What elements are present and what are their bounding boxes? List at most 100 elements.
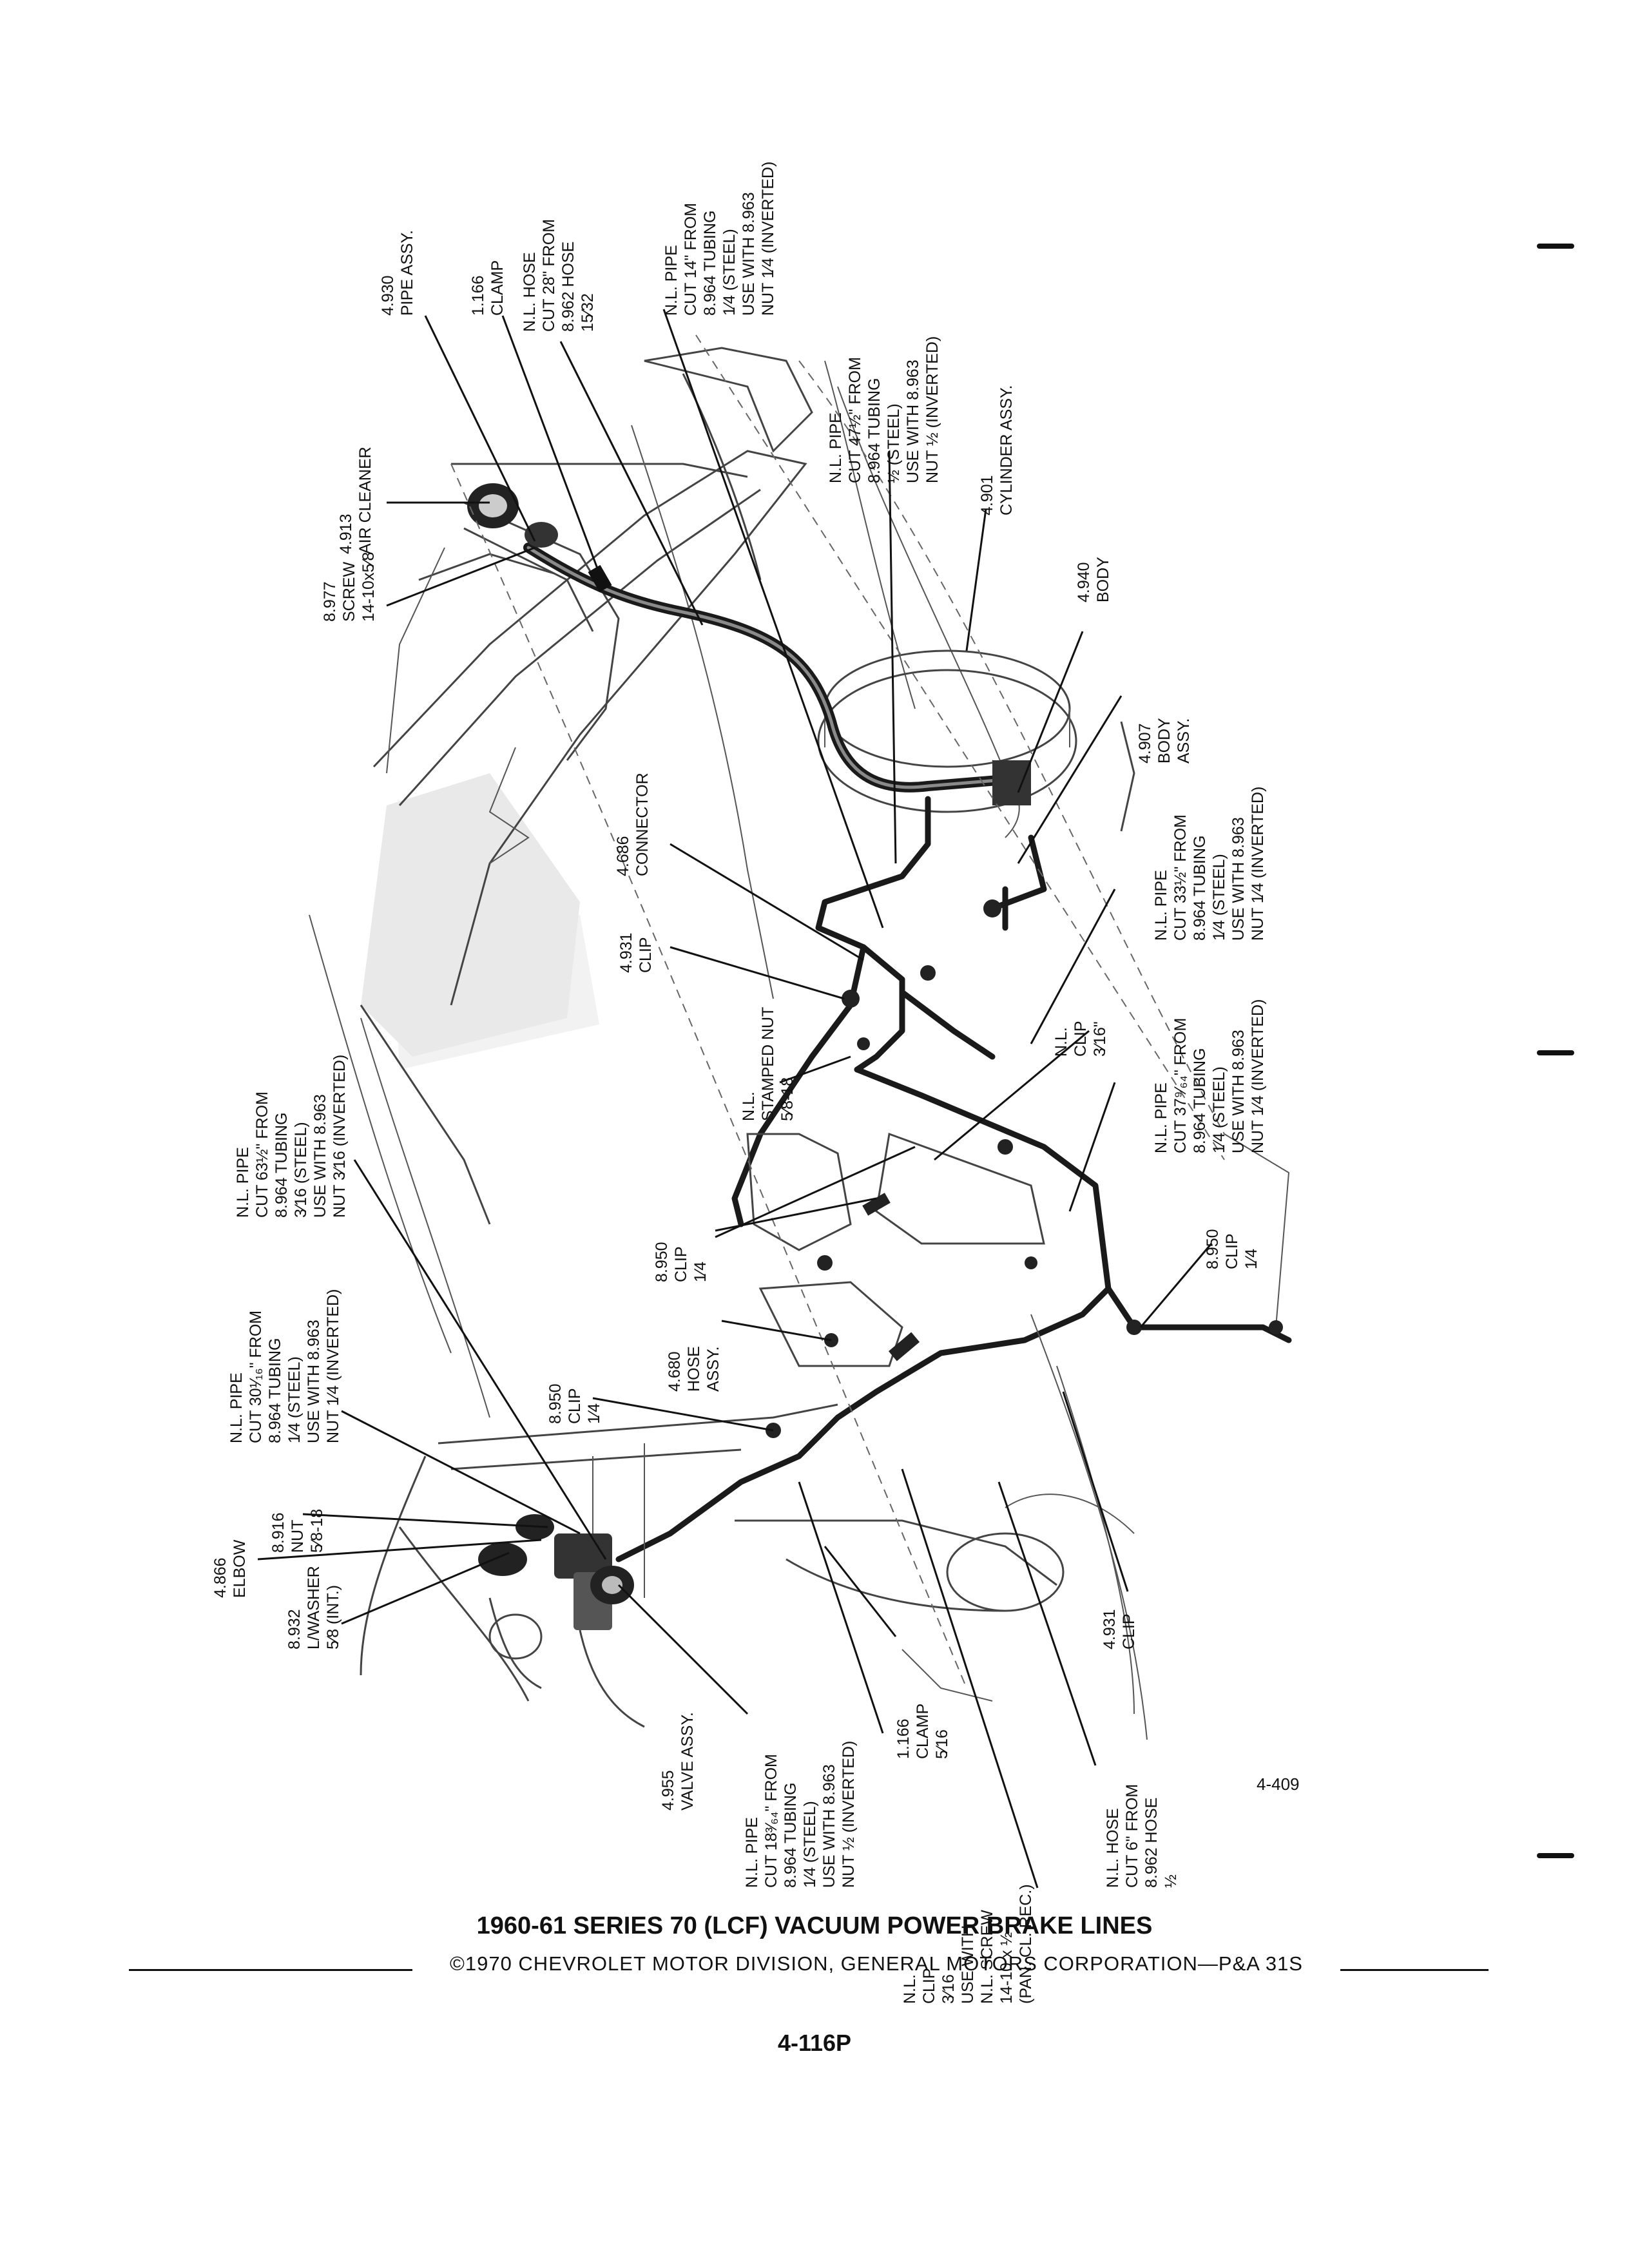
callout-line: 4.913 — [337, 514, 355, 554]
leader-lines — [257, 309, 1213, 1888]
copyright-row: ©1970 CHEVROLET MOTOR DIVISION, GENERAL … — [129, 1952, 1489, 1984]
callout-line: N.L. HOSE — [521, 252, 539, 332]
callout-line: 3⁄16 (STEEL) — [292, 1122, 310, 1218]
callout-line: USE WITH 8.963 — [740, 192, 758, 316]
callout-line: 4.901 — [978, 475, 996, 515]
callout-line: 8.964 TUBING — [701, 210, 719, 316]
callout-line: CLIP — [672, 1246, 690, 1282]
callout-line: CLIP — [637, 937, 655, 973]
callout-line: 1.166 — [894, 1718, 912, 1759]
callout-line: CUT 63½" FROM — [253, 1091, 271, 1218]
callout-line: NUT ½ (INVERTED) — [923, 336, 941, 483]
callout-line: (PAN. CL. REC.) — [1017, 1884, 1035, 2004]
callout-line: SCREW — [340, 562, 358, 622]
callout-line: 8.964 TUBING — [266, 1338, 284, 1443]
callout-line: 1⁄4 (STEEL) — [1210, 1066, 1228, 1153]
callout-line: 1⁄4 (STEEL) — [1210, 854, 1228, 941]
callout-line: PIPE ASSY. — [398, 230, 416, 316]
callout-line: 8.962 HOSE — [559, 242, 577, 332]
callout-line: 8.964 TUBING — [273, 1112, 291, 1218]
callout-line: CYLINDER ASSY. — [998, 385, 1016, 515]
callout-line: 8.950 — [653, 1242, 671, 1282]
callout-line: N.L. PIPE — [227, 1372, 246, 1443]
callout-line: CLIP — [1072, 1021, 1090, 1057]
edge-mark-top — [1537, 244, 1574, 249]
callout-line: N.L. PIPE — [234, 1147, 252, 1218]
callout-line: ½ — [1162, 1874, 1180, 1888]
callout-line: 8.932 — [285, 1609, 304, 1649]
callout-line: USE WITH 8.963 — [305, 1320, 323, 1443]
callout-line: 8.950 — [546, 1383, 564, 1424]
callout-line: NUT 3⁄16 (INVERTED) — [331, 1055, 349, 1218]
rule-right — [1340, 1969, 1489, 1971]
callout-line: 4.955 — [659, 1770, 677, 1811]
callout-line: CLIP — [920, 1968, 938, 2004]
callout-line: ELBOW — [231, 1539, 249, 1598]
figure-title: 1960-61 SERIES 70 (LCF) VACUUM POWER BRA… — [476, 1912, 1153, 1939]
callout-line: 8.916 — [269, 1512, 287, 1553]
callout-line: USE WITH 8.963 — [1229, 817, 1248, 941]
callout-line: USE WITH 8.963 — [1229, 1030, 1248, 1153]
callout-line: CUT 37⁹⁄₆₄" FROM — [1171, 1018, 1190, 1153]
callout-line: USE WITH — [959, 1925, 977, 2004]
callout-line: 8.950 — [1204, 1229, 1222, 1269]
callout-line: NUT ½ (INVERTED) — [840, 1741, 858, 1888]
callout-line: CUT 18³⁄₆₄" FROM — [762, 1754, 780, 1888]
callout-line: 1.166 — [469, 275, 487, 316]
callout-line: 5⁄8-18 — [308, 1509, 326, 1553]
callout-line: CUT 30¹⁄₁₆" FROM — [247, 1311, 265, 1443]
callout-line: N.L. — [1052, 1027, 1070, 1057]
callout-line: HOSE — [685, 1346, 703, 1392]
callout-line: N.L. SCREW — [978, 1910, 996, 2004]
callout-line: CLIP — [1120, 1613, 1138, 1649]
callout-line: BODY — [1094, 557, 1112, 602]
callout-line: 8.964 TUBING — [865, 378, 883, 483]
callout-line: NUT 1⁄4 (INVERTED) — [1249, 787, 1267, 941]
callout-line: L/WASHER — [305, 1566, 323, 1649]
callout-line: BODY — [1155, 718, 1173, 764]
callout-line: 15⁄32 — [579, 293, 597, 332]
callout-line: 5⁄8-18 — [778, 1077, 796, 1121]
callout-line: CLIP — [1223, 1233, 1241, 1269]
callout-line: 5⁄8 (INT.) — [324, 1585, 342, 1649]
callout-line: 14-10x5⁄8 — [360, 552, 378, 622]
edge-mark-bottom — [1537, 1853, 1574, 1858]
callout-line: 8.964 TUBING — [1191, 1048, 1209, 1153]
callout-line: ½ (STEEL) — [885, 403, 903, 483]
callout-line: USE WITH 8.963 — [311, 1094, 329, 1218]
callout-line: CUT 47½" FROM — [846, 357, 864, 483]
callout-line: 14-10 x ½ — [998, 1932, 1016, 2004]
callout-line: NUT 1⁄4 (INVERTED) — [324, 1289, 342, 1443]
callout-line: 1⁄4 — [585, 1403, 603, 1424]
rule-left — [129, 1969, 412, 1971]
callout-line: N.L. PIPE — [1152, 1082, 1170, 1153]
callout-line: CLAMP — [488, 260, 506, 316]
callout-line: 5⁄16 — [933, 1729, 951, 1759]
callout-line: 4.931 — [1101, 1609, 1119, 1649]
callout-line: 1⁄4 — [1242, 1249, 1260, 1269]
callout-line: N.L. PIPE — [827, 412, 845, 483]
copyright-notice: ©1970 CHEVROLET MOTOR DIVISION, GENERAL … — [450, 1952, 1303, 1975]
callout-line: CUT 28" FROM — [540, 219, 558, 332]
